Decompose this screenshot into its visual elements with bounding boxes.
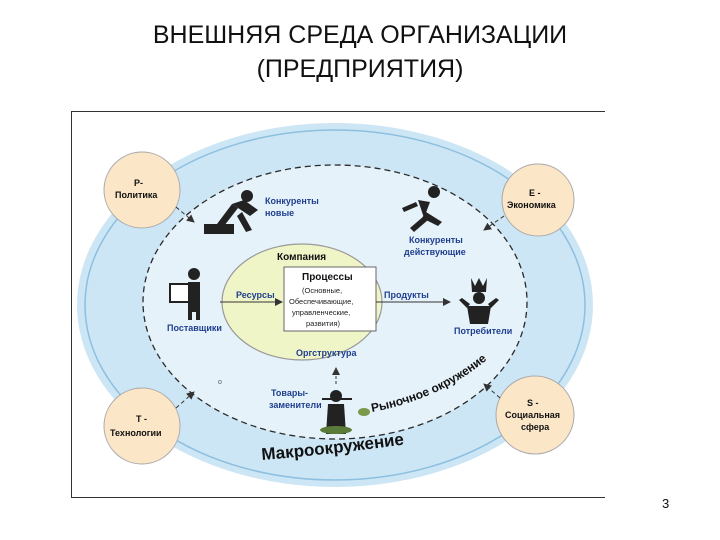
existing-competitors: Конкуренты действующие xyxy=(402,186,466,257)
substitutes-line1: Товары- xyxy=(271,388,308,398)
crowned-person-icon xyxy=(459,278,499,324)
factor-technology-line1: T - xyxy=(136,414,147,424)
consumers: Потребители xyxy=(454,278,512,336)
processes-line2: Обеспечивающие, xyxy=(289,297,353,306)
factor-politics-line2: Политика xyxy=(115,190,158,200)
macro-environment-ring xyxy=(84,129,586,481)
factor-economics: E - Экономика xyxy=(501,163,575,237)
processes-line4: развития) xyxy=(306,319,341,328)
org-structure-label: Оргструктура xyxy=(296,348,357,358)
suppliers-label: Поставщики xyxy=(167,323,222,333)
slide-title: ВНЕШНЯЯ СРЕДА ОРГАНИЗАЦИИ (ПРЕДПРИЯТИЯ) xyxy=(0,18,720,86)
processes-line1: (Основные, xyxy=(302,286,342,295)
suppliers: Поставщики xyxy=(167,268,222,333)
factor-social-line2: Социальная xyxy=(505,410,560,420)
factor-economics-circle xyxy=(501,163,575,237)
factor-economics-line1: E - xyxy=(529,188,541,198)
page-number: 3 xyxy=(662,496,670,511)
consumers-label: Потребители xyxy=(454,326,512,336)
connector-social xyxy=(483,383,501,399)
company-title: Компания xyxy=(277,252,326,263)
new-competitors-line1: Конкуренты xyxy=(265,196,319,206)
factor-social-line1: S - xyxy=(527,398,539,408)
processes-title: Процессы xyxy=(302,272,353,283)
factor-technology-line2: Технологии xyxy=(110,428,162,438)
diagram-frame: P- Политика E - Экономика T - Технологии… xyxy=(71,111,605,498)
waiter-icon xyxy=(320,390,370,434)
title-line-2: (ПРЕДПРИЯТИЯ) xyxy=(256,55,464,83)
resources-label: Ресурсы xyxy=(236,290,275,300)
existing-competitors-line2: действующие xyxy=(404,247,466,257)
new-competitors-line2: новые xyxy=(265,208,294,218)
factor-economics-line2: Экономика xyxy=(507,200,557,210)
substitutes-line2: заменители xyxy=(269,400,322,410)
factor-politics-circle xyxy=(103,151,181,229)
small-mark: о xyxy=(218,379,222,386)
factor-social-circle xyxy=(495,375,575,455)
factor-social-line3: сфера xyxy=(521,422,550,432)
environment-diagram: P- Политика E - Экономика T - Технологии… xyxy=(77,123,593,487)
title-line-1: ВНЕШНЯЯ СРЕДА ОРГАНИЗАЦИИ xyxy=(152,21,568,49)
supplier-person-icon xyxy=(169,268,200,320)
runner-icon xyxy=(402,186,442,232)
climber-icon xyxy=(204,190,258,234)
connector-politics xyxy=(175,206,195,223)
substitutes: Товары- заменители xyxy=(269,388,370,434)
factor-social: S - Социальная сфера xyxy=(495,375,575,455)
products-label: Продукты xyxy=(384,290,429,300)
factor-technology: T - Технологии xyxy=(103,387,181,465)
processes-line3: управленческие, xyxy=(292,308,350,317)
influence-connectors xyxy=(175,206,505,409)
factor-technology-circle xyxy=(103,387,181,465)
factor-politics: P- Политика xyxy=(103,151,181,229)
existing-competitors-line1: Конкуренты xyxy=(409,235,463,245)
new-competitors: Конкуренты новые xyxy=(204,190,319,234)
factor-politics-line1: P- xyxy=(134,178,143,188)
processes-box xyxy=(283,266,377,332)
